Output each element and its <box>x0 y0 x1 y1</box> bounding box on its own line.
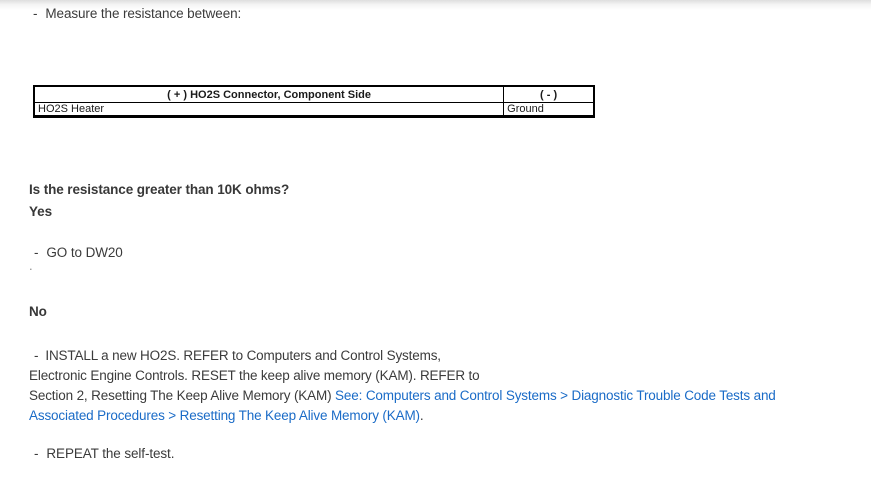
resistance-measurement-table: ( + ) HO2S Connector, Component Side ( -… <box>33 85 595 118</box>
question-heading: Is the resistance greater than 10K ohms? <box>29 182 290 197</box>
paragraph-line-3: Section 2, Resetting The Keep Alive Memo… <box>29 386 776 406</box>
install-instruction-text: INSTALL a new HO2S. REFER to Computers a… <box>45 348 441 363</box>
yes-label: Yes <box>29 204 52 219</box>
section-reference-text: Section 2, Resetting The Keep Alive Memo… <box>29 388 336 403</box>
table-header-negative: ( - ) <box>503 85 595 103</box>
stray-period: . <box>29 258 33 273</box>
bullet-dash: - <box>34 446 39 461</box>
sentence-period: . <box>419 408 424 423</box>
table-header-positive-connector: ( + ) HO2S Connector, Component Side <box>33 85 505 103</box>
paragraph-line-4: Associated Procedures > Resetting The Ke… <box>29 406 776 426</box>
paragraph-line-1: -INSTALL a new HO2S. REFER to Computers … <box>29 346 776 366</box>
repeat-instruction-text: REPEAT the self-test. <box>46 446 175 461</box>
yes-action-line: -GO to DW20 <box>34 245 123 260</box>
see-reference-link-continued[interactable]: Associated Procedures > Resetting The Ke… <box>29 408 420 423</box>
measure-instruction-text: Measure the resistance between: <box>45 6 242 21</box>
see-reference-link[interactable]: See: Computers and Control Systems > Dia… <box>335 388 776 403</box>
bullet-dash: - <box>34 245 39 260</box>
bullet-dash: - <box>34 348 39 363</box>
measure-instruction-line: -Measure the resistance between: <box>33 6 241 21</box>
table-header-row: ( + ) HO2S Connector, Component Side ( -… <box>33 85 595 103</box>
no-action-paragraph: -INSTALL a new HO2S. REFER to Computers … <box>29 346 776 426</box>
bullet-dash: - <box>33 6 38 21</box>
paragraph-line-2: Electronic Engine Controls. RESET the ke… <box>29 368 480 383</box>
table-row: HO2S Heater Ground <box>33 102 595 117</box>
top-scroll-shadow <box>0 0 871 10</box>
go-to-dw20-text: GO to DW20 <box>46 245 123 260</box>
table-cell-ground: Ground <box>503 102 595 117</box>
repeat-instruction-line: -REPEAT the self-test. <box>34 446 174 461</box>
no-label: No <box>29 304 47 319</box>
table-cell-ho2s-heater: HO2S Heater <box>33 102 505 117</box>
